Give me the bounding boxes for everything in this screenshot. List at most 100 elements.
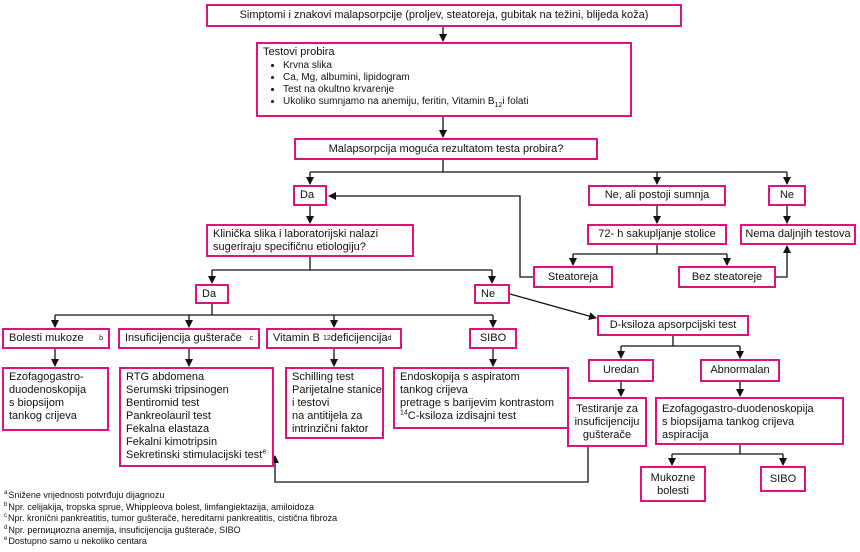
node-no-1-text: Ne — [779, 189, 795, 201]
c14-test-text: C-ksiloza izdisajni test — [407, 410, 516, 422]
footnote-c: cNpr. kronični pankreatitis, tumor gušte… — [4, 513, 524, 525]
node-steatorrhea-text: Steatoreja — [547, 270, 599, 283]
egd-line: Ezofagogastro-duodenoskopija — [662, 403, 814, 415]
node-sibo-final: SIBO — [760, 466, 806, 492]
pancreatic-workup-line: RTG abdomena — [126, 371, 205, 383]
node-screening-tests: Testovi probira Krvna slika Ca, Mg, albu… — [256, 42, 632, 117]
egd-line: aspiracija — [662, 429, 709, 441]
node-possible-text: Malapsorpcija moguća rezultatom testa pr… — [328, 142, 564, 155]
node-pancreatic-testing: Testiranje za insuficijenciju gušterače — [567, 397, 647, 447]
secretin-test-text: Sekretinski stimulacijski test — [126, 449, 263, 461]
node-yes-2-text: Da — [202, 287, 217, 300]
arrow-no-to-dxylose — [509, 293, 597, 320]
clinical-line-2: sugeriraju specifičnu etiologiju? — [213, 241, 366, 253]
mucosal-workup-line: s biopsijom — [9, 397, 65, 409]
pancreatic-workup-line: Pankreolauril test — [126, 410, 211, 422]
egd-line: s biopsijama tankog crijeva — [662, 416, 795, 428]
b12-workup-line: intrinzični faktor — [292, 423, 369, 435]
pancreatic-check-line: Testiranje za — [576, 403, 638, 415]
mucosal-final-line: bolesti — [657, 485, 689, 497]
screening-title: Testovi probira — [263, 46, 335, 58]
node-mucosal-text: Bolesti mukoze — [9, 332, 84, 344]
footnote-e: eDostupno samo u nekoliko centara — [4, 536, 524, 548]
footnotes: aSnižene vrijednosti potvrđuju dijagnozu… — [4, 490, 524, 548]
pancreatic-check-line: insuficijenciju — [574, 416, 640, 428]
node-72h-stool-collection: 72- h sakupljanje stolice — [587, 224, 727, 245]
anemia-subscript: 12 — [494, 102, 503, 109]
anemia-suffix: i folati — [502, 96, 529, 107]
node-sibo-text: SIBO — [479, 332, 507, 344]
pancreatic-check-line: gušterače — [582, 429, 632, 441]
footnote-mark: c — [4, 513, 7, 519]
node-pancreatic-text: Insuficijencija gušterače — [125, 332, 242, 344]
footnote-mark: d — [4, 524, 8, 531]
node-yes-2: Da — [195, 284, 229, 304]
node-no-2-text: Ne — [481, 287, 496, 300]
arrow-steatorrhea-to-yes — [328, 192, 538, 278]
screening-item: Test na okultno krvarenje — [283, 84, 625, 96]
sibo-workup-line: pretrage s barijevim kontrastom — [400, 397, 555, 409]
clinical-line-1: Klinička slika i laboratorijski nalazi — [213, 228, 379, 240]
anemia-prefix: Ukoliko sumnjamo na anemiju, feritin, Vi… — [283, 96, 495, 107]
b12-workup-line: na antitijela za — [292, 410, 363, 422]
node-b12-workup: Schilling test Parijetalne stanice i tes… — [285, 367, 384, 439]
footnote-mark: b — [4, 501, 8, 508]
b12-workup-line: Schilling test — [292, 371, 354, 383]
screening-list: Krvna slika Ca, Mg, albumini, lipidogram… — [263, 60, 625, 109]
node-abnormal-text: Abnormalan — [710, 364, 770, 376]
pancreatic-workup-last-line: Sekretinski stimulacijski teste — [126, 448, 267, 462]
pancreatic-workup-line: Bentiromid test — [126, 397, 200, 409]
node-egd-with-aspiration: Ezofagogastro-duodenoskopija s biopsijam… — [655, 397, 844, 445]
pancreatic-workup-line: Fekalna elastaza — [126, 423, 210, 435]
connector-lines — [51, 27, 791, 483]
footnote-mark: e — [4, 536, 8, 542]
node-mucosal-workup: Ezofagogastro- duodenoskopija s biopsijo… — [2, 367, 109, 431]
footnote-text: Npr. celijakija, tropska sprue, Whippleo… — [8, 501, 314, 512]
screening-item-anemia: Ukoliko sumnjamo na anemiju, feritin, Vi… — [283, 96, 625, 109]
node-sibo: SIBO — [469, 328, 517, 349]
footnote-a: aSnižene vrijednosti potvrđuju dijagnozu — [4, 490, 524, 502]
node-no-steatorrhea: Bez steatoreje — [678, 266, 776, 288]
b12-workup-line: Parijetalne stanice — [292, 384, 382, 396]
footnote-b: bNpr. celijakija, tropska sprue, Whipple… — [4, 502, 524, 514]
pancreatic-workup-line: Serumski tripsinogen — [126, 384, 229, 396]
node-72h-text: 72- h sakupljanje stolice — [598, 228, 716, 240]
mucosal-footnote-mark: b — [99, 335, 103, 342]
node-no-suspicion-text: Ne, ali postoji sumnja — [604, 189, 710, 201]
footnote-d: dNpr. pernициozna anemija, insuficijenci… — [4, 525, 524, 537]
c14-superscript: 14 — [400, 409, 408, 417]
footnote-text: Npr. pernициozna anemija, insuficijencij… — [8, 524, 241, 535]
b12-workup-line: i testovi — [292, 397, 330, 409]
footnote-text: Snižene vrijednosti potvrđuju dijagnozu — [8, 490, 165, 500]
vitb12-suffix: deficijencija — [330, 332, 388, 344]
pancreatic-workup-line: Fekalni kimotripsin — [126, 436, 218, 448]
screening-item: Ca, Mg, albumini, lipidogram — [283, 72, 625, 84]
mucosal-final-line: Mukozne — [650, 472, 696, 484]
node-steatorrhea: Steatoreja — [533, 266, 613, 288]
node-dxylose-text: D-ksiloza apsorpcijski test — [609, 319, 737, 331]
sibo-workup-last-line: 14C-ksiloza izdisajni test — [400, 409, 562, 423]
vitb12-prefix: Vitamin B — [273, 332, 320, 344]
node-normal-result: Uredan — [588, 359, 654, 382]
footnote-text: Dostupno samo u nekoliko centara — [8, 536, 147, 546]
node-no-2: Ne — [474, 284, 510, 304]
node-no-steatorrhea-text: Bez steatoreje — [691, 270, 763, 283]
node-yes-1: Da — [293, 185, 327, 206]
node-no-1: Ne — [768, 185, 806, 206]
mucosal-workup-line: duodenoskopija — [9, 384, 87, 396]
mucosal-workup-line: tankog crijeva — [9, 410, 77, 422]
node-mucosal-diseases-final: Mukozne bolesti — [640, 466, 706, 502]
node-pancreatic-insufficiency: Insuficijencija gušterače c — [118, 328, 260, 349]
node-malabsorption-possible: Malapsorpcija moguća rezultatom testa pr… — [294, 138, 598, 160]
node-no-further-text: Nema daljnjih testova — [745, 228, 851, 240]
arrow-no-steatorrhea-to-no-further — [776, 245, 791, 278]
footnote-text: Npr. kronični pankreatitis, tumor gušter… — [8, 513, 338, 523]
node-no-further-tests: Nema daljnjih testova — [740, 224, 856, 245]
arrow-pancreatic-testing-to-workup — [271, 447, 589, 483]
node-symptoms-text: Simptomi i znakovi malapsorpcije (prolje… — [239, 9, 649, 21]
node-d-xylose-test: D-ksiloza apsorpcijski test — [597, 315, 749, 336]
secretin-footnote-mark: e — [262, 448, 267, 456]
node-clinical-findings: Klinička slika i laboratorijski nalazi s… — [206, 224, 414, 257]
